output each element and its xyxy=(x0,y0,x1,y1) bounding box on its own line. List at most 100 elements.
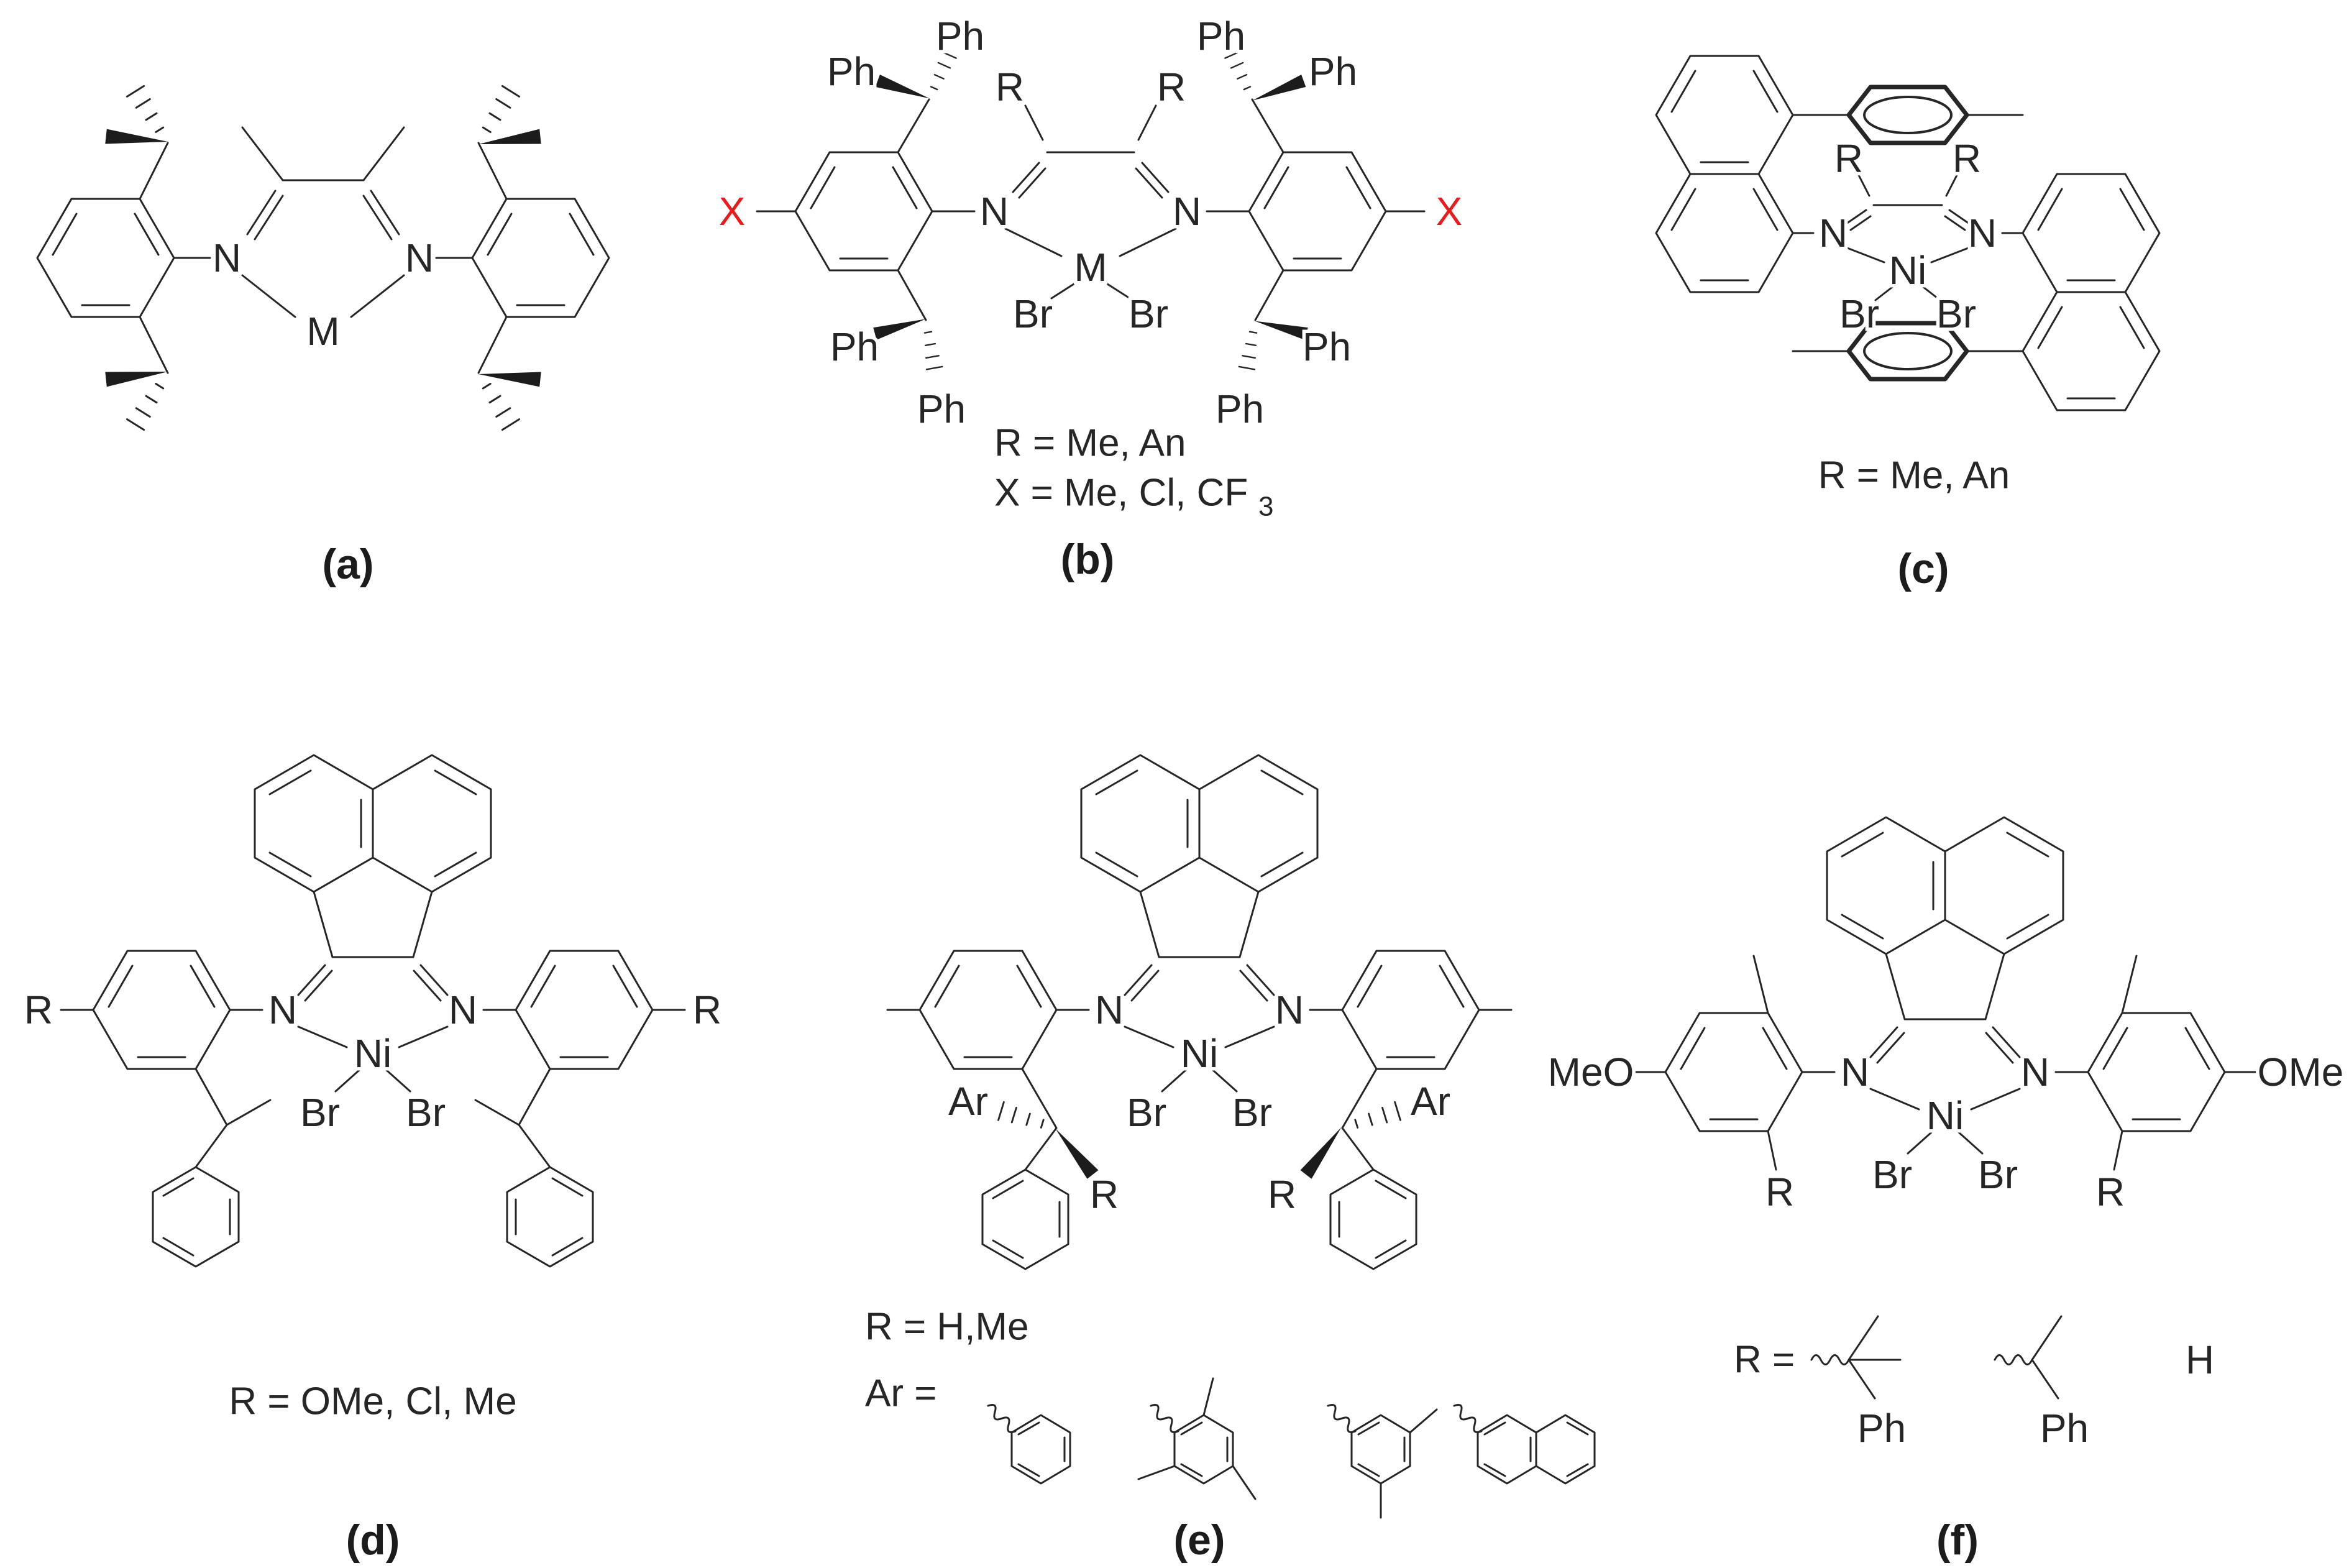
wedge-bond xyxy=(1050,1122,1099,1180)
nitrogen-label: N xyxy=(405,236,434,280)
phenyl-label: Ph xyxy=(1303,324,1351,369)
hash-bond xyxy=(1352,1101,1401,1134)
nickel-label: Ni xyxy=(1181,1031,1218,1076)
bromine-label: Br xyxy=(1872,1152,1912,1197)
bonds xyxy=(60,891,686,1168)
bromine-label: Br xyxy=(1978,1152,2018,1197)
benzene-ring xyxy=(515,950,654,1070)
panel-c: R R N N Ni Br Br R = Me, An (c) xyxy=(1655,55,2161,592)
methoxy-label: OMe xyxy=(2258,1050,2344,1094)
naphthalene-ring xyxy=(2022,291,2161,411)
structure-c-skeleton xyxy=(1655,55,2161,411)
r-group-label: R xyxy=(1834,136,1863,181)
nitrogen-label: N xyxy=(449,988,477,1032)
acenaphthylene-ring xyxy=(372,754,492,893)
panel-label-c: (c) xyxy=(1897,545,1949,592)
hash-bond xyxy=(477,380,521,431)
squiggle-bond xyxy=(984,1401,1020,1436)
benzene-ring xyxy=(1664,1012,1803,1132)
naphthalene-ring xyxy=(2022,173,2161,293)
ar-group-label: Ar xyxy=(948,1079,988,1124)
benzene-ring xyxy=(471,198,610,318)
metal-label: M xyxy=(306,309,339,354)
bromine-label: Br xyxy=(300,1090,340,1135)
panel-label-d: (d) xyxy=(346,1516,400,1564)
x-group-label: X xyxy=(1436,189,1463,234)
bromine-label: Br xyxy=(406,1090,446,1135)
nickel-label: Ni xyxy=(1926,1093,1964,1138)
r-group-label: R xyxy=(1090,1172,1119,1217)
bromine-label: Br xyxy=(1129,291,1168,336)
imine-double-bonds xyxy=(246,190,400,241)
structure-b-skeleton xyxy=(756,50,1426,370)
phenyl-ring xyxy=(506,1166,594,1268)
phenyl-label: Ph xyxy=(1857,1406,1906,1451)
structure-e-skeleton xyxy=(886,754,1596,1519)
wedge-bond xyxy=(104,128,170,152)
panel-a: N N M (a) xyxy=(36,85,610,588)
benzene-ring xyxy=(36,198,175,318)
benzene-ring xyxy=(2087,1012,2226,1132)
phenyl-ring xyxy=(1010,1414,1071,1485)
nickel-label: Ni xyxy=(1889,248,1926,293)
nitrogen-label: N xyxy=(1841,1050,1869,1094)
trimethylphenyl-ring xyxy=(1173,1414,1234,1485)
phenyl-label: Ph xyxy=(2040,1406,2089,1451)
benzene-ring xyxy=(1341,950,1480,1070)
r-group-label: R xyxy=(1765,1170,1794,1214)
benzene-ring xyxy=(918,950,1058,1070)
naphthyl-ring xyxy=(1477,1414,1537,1485)
bonds xyxy=(1632,953,2258,1171)
methyl-bonds xyxy=(1137,1377,1257,1500)
phenyl-label: Ph xyxy=(1216,387,1264,431)
panel-d: R R N N Ni Br Br R = OMe, Cl, Me (d) xyxy=(21,754,725,1564)
metal-bonds xyxy=(241,274,405,318)
panel-label-b: (b) xyxy=(1061,536,1115,583)
wedge-bond xyxy=(477,128,543,152)
dimethylphenyl-ring xyxy=(1350,1414,1411,1485)
caption-x-definition: X = Me, Cl, CF xyxy=(994,472,1248,515)
acenaphthylene-ring xyxy=(254,754,374,893)
ar-group-options xyxy=(984,1377,1596,1519)
panel-label-a: (a) xyxy=(322,541,373,588)
wedge-bond xyxy=(104,364,170,388)
metal-bonds xyxy=(1124,1025,1275,1093)
ar-group-label: Ar xyxy=(1411,1079,1450,1124)
hash-bond xyxy=(1238,330,1262,370)
phenyl-label: Ph xyxy=(830,324,879,369)
squiggle-bond xyxy=(1994,1354,2033,1365)
r-group-label: R xyxy=(24,988,53,1032)
hash-bond xyxy=(477,85,521,136)
phenyl-label: Ph xyxy=(1197,14,1245,58)
imine-double-bonds xyxy=(297,964,449,1002)
caption-r-definition: R = Me, An xyxy=(1818,454,2010,497)
benzene-ring xyxy=(92,950,231,1070)
benzene-ring xyxy=(794,151,933,272)
nitrogen-label: N xyxy=(1968,211,1997,255)
wedge-bond xyxy=(874,73,932,107)
imine-double-bonds xyxy=(1845,209,1971,231)
benzene-ring xyxy=(1248,151,1387,272)
bromine-label: Br xyxy=(1839,291,1879,336)
acenaphthylene-ring xyxy=(1944,816,2064,955)
wedge-bond xyxy=(1249,73,1307,107)
acenaphthylene-ring xyxy=(1826,816,1946,955)
bonds xyxy=(756,98,1426,321)
nitrogen-label: N xyxy=(1173,189,1201,234)
methyl-bonds xyxy=(1380,1408,1438,1519)
metal-bonds xyxy=(297,1025,449,1093)
r-group-options xyxy=(1810,1315,2063,1400)
caption-ar-definition: Ar = xyxy=(865,1372,936,1415)
structure-f-skeleton xyxy=(1632,816,2258,1400)
tolyl-ring-bottom xyxy=(1792,321,2024,382)
phenyl-ring xyxy=(1329,1168,1417,1270)
tolyl-ring-top xyxy=(1792,85,2024,145)
nitrogen-label: N xyxy=(213,236,241,280)
bromine-label: Br xyxy=(1013,291,1053,336)
squiggle-bond xyxy=(1810,1354,1850,1365)
x-group-label: X xyxy=(719,189,746,234)
bonds xyxy=(139,126,508,374)
bromine-label: Br xyxy=(1232,1090,1272,1135)
methoxy-label: MeO xyxy=(1548,1050,1634,1094)
panel-label-f: (f) xyxy=(1936,1516,1979,1564)
